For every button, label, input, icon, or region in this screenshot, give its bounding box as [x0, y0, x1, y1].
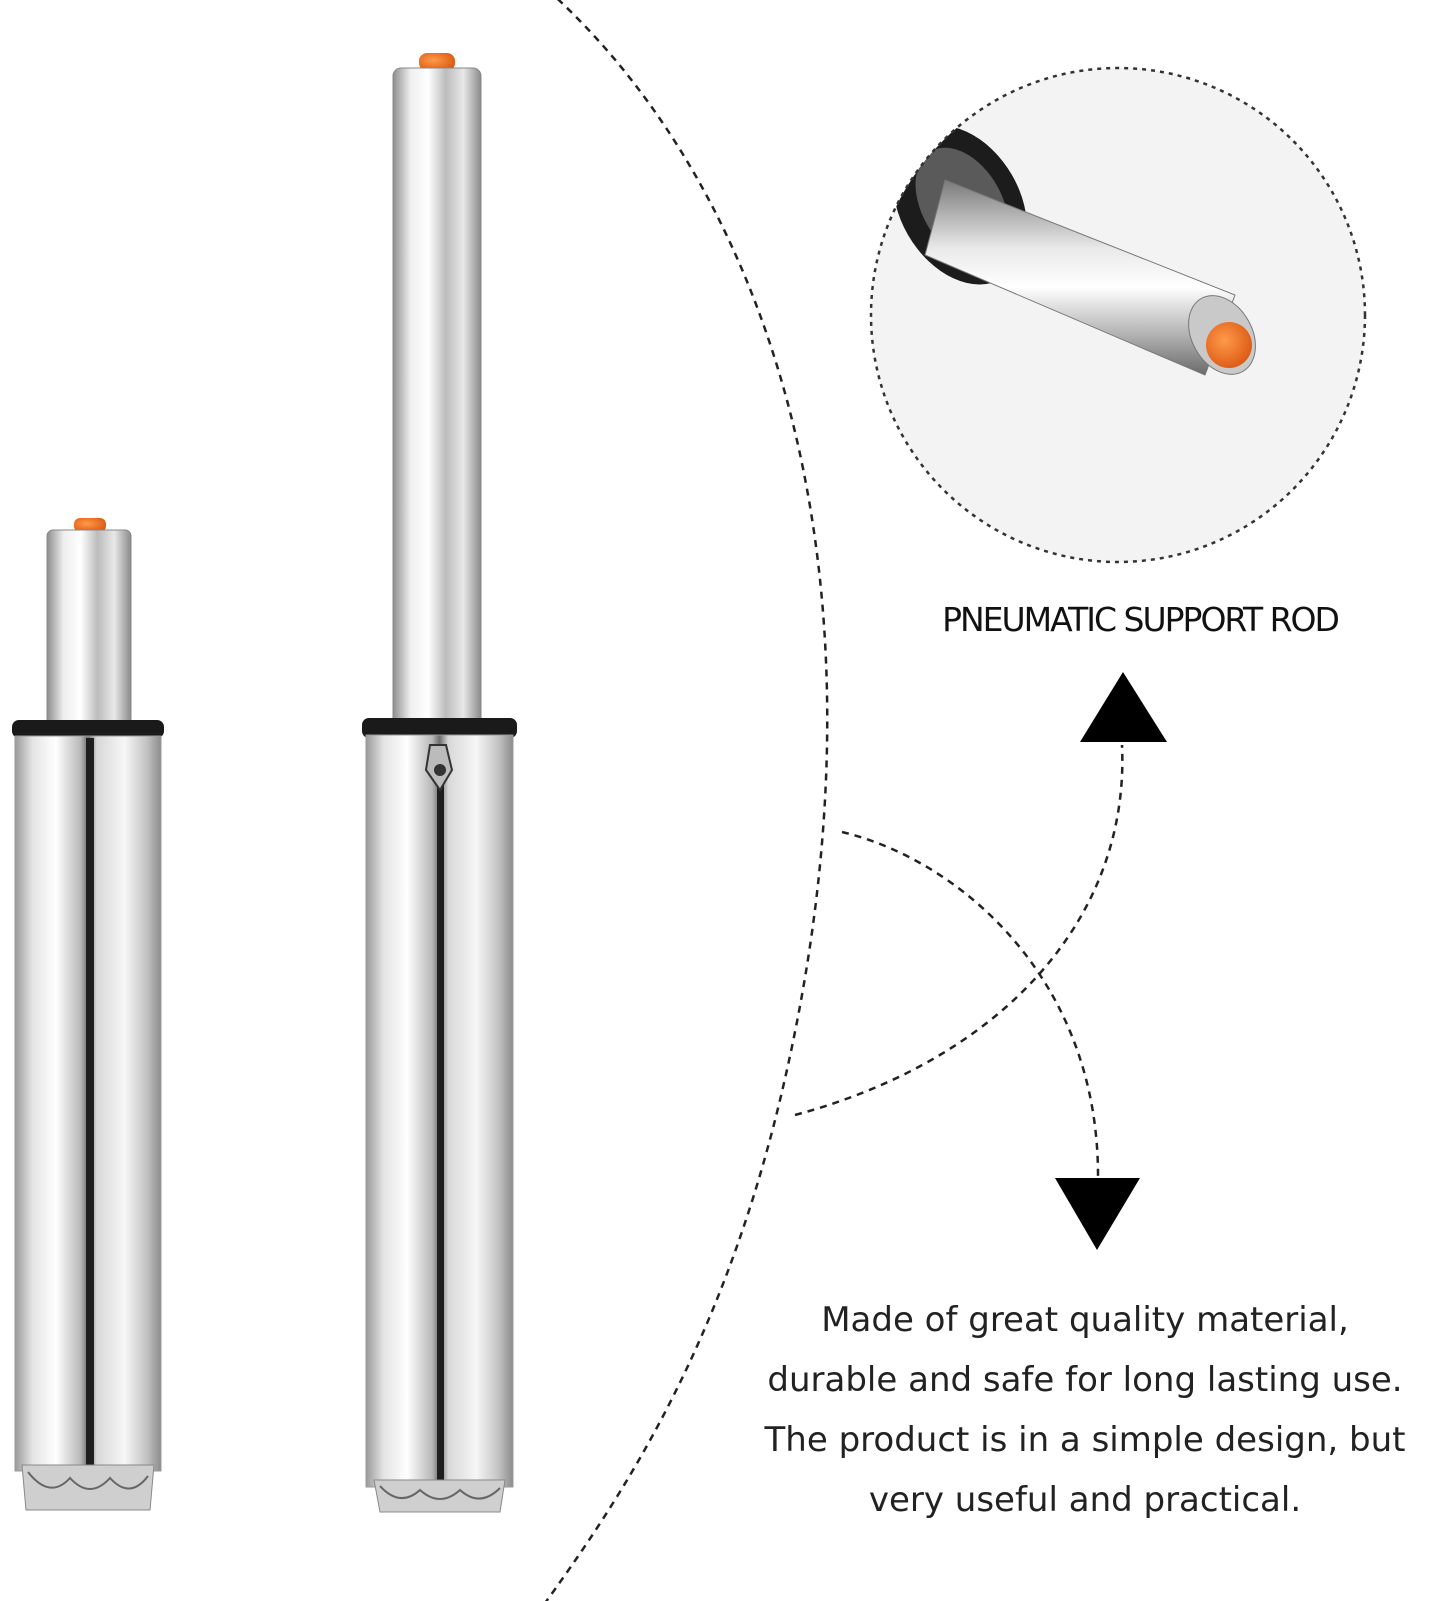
short-gas-spring	[12, 518, 164, 1511]
description-line: durable and safe for long lasting use.	[767, 1360, 1403, 1400]
description-line: Made of great quality material,	[821, 1300, 1349, 1340]
description-text: Made of great quality material, durable …	[745, 1290, 1425, 1530]
dashed-arc	[544, 0, 829, 1601]
zoom-detail-circle	[869, 66, 1367, 564]
down-arrow-icon	[1055, 1178, 1140, 1250]
description-line: very useful and practical.	[868, 1480, 1302, 1520]
dashed-connector-up	[794, 744, 1124, 1117]
tall-gas-spring	[362, 53, 517, 1513]
dashed-connector-down	[841, 830, 1100, 1181]
up-arrow-icon	[1080, 672, 1167, 742]
callout-label: PNEUMATIC SUPPORT ROD	[942, 600, 1340, 639]
description-line: The product is in a simple design, but	[764, 1420, 1406, 1460]
